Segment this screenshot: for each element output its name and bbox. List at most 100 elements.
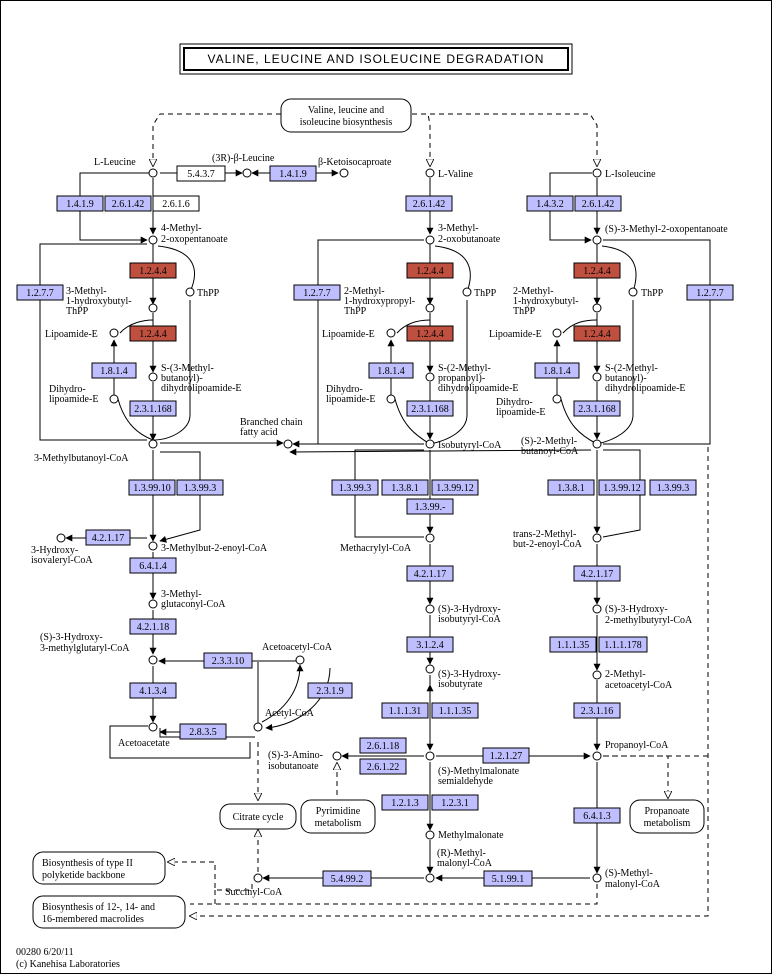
svg-text:2.6.1.6: 2.6.1.6	[162, 199, 190, 210]
svg-text:1.3.99.3: 1.3.99.3	[184, 483, 217, 494]
enzyme-2-8-3-5[interactable]: 2.8.3.5	[179, 723, 227, 740]
svg-text:1.2.4.4: 1.2.4.4	[583, 329, 611, 340]
enzyme-4-1-3-4[interactable]: 4.1.3.4	[129, 682, 177, 699]
enzyme-1-2-1-27[interactable]: 1.2.1.27	[482, 747, 530, 764]
enzyme-1-2-4-4-highlight[interactable]: 1.2.4.4	[129, 262, 177, 279]
svg-text:dihydrolipoamide-E: dihydrolipoamide-E	[605, 383, 686, 394]
enzyme-2-3-1-16[interactable]: 2.3.1.16	[573, 702, 621, 719]
svg-text:isobutanoate: isobutanoate	[268, 761, 319, 772]
svg-text:1.3.8.1: 1.3.8.1	[391, 483, 419, 494]
enzyme-1-3-99-10[interactable]: 1.3.99.10	[128, 479, 176, 496]
enzyme-1-3-99-12[interactable]: 1.3.99.12	[431, 479, 479, 496]
enzyme-1-3-8-1[interactable]: 1.3.8.1	[381, 479, 429, 496]
enzyme-1-4-1-9[interactable]: 1.4.1.9	[269, 165, 317, 182]
enzyme-1-2-3-1[interactable]: 1.2.3.1	[431, 794, 479, 811]
svg-text:1.1.1.35: 1.1.1.35	[439, 706, 472, 717]
enzyme-1-1-1-31[interactable]: 1.1.1.31	[381, 702, 429, 719]
enzyme-1-3-8-1[interactable]: 1.3.8.1	[547, 479, 595, 496]
enzyme-1-3-99-12[interactable]: 1.3.99.12	[598, 479, 646, 496]
enzyme-1-2-4-4-highlight[interactable]: 1.2.4.4	[406, 325, 454, 342]
compound-acetoacetate: Acetoacetate	[118, 738, 170, 749]
enzyme-1-3-99-3[interactable]: 1.3.99.3	[176, 479, 224, 496]
enzyme-1-2-7-7[interactable]: 1.2.7.7	[686, 284, 734, 301]
enzyme-1-3-99-3[interactable]: 1.3.99.3	[649, 479, 697, 496]
compound-dihydrolipoamide-e: Dihydro-	[49, 384, 86, 395]
compound-methylmalonate: Methylmalonate	[438, 830, 504, 841]
enzyme-2-6-1-18[interactable]: 2.6.1.18	[359, 737, 407, 754]
enzyme-6-4-1-4[interactable]: 6.4.1.4	[129, 557, 177, 574]
enzyme-1-3-99-3[interactable]: 1.3.99.3	[331, 479, 379, 496]
enzyme-1-2-7-7[interactable]: 1.2.7.7	[16, 284, 64, 301]
enzyme-1-4-1-9[interactable]: 1.4.1.9	[56, 195, 104, 212]
enzyme-1-2-1-3[interactable]: 1.2.1.3	[381, 794, 429, 811]
enzyme-2-3-3-10[interactable]: 2.3.3.10	[203, 652, 253, 669]
svg-text:1.1.1.178: 1.1.1.178	[604, 640, 642, 651]
enzyme-2-3-1-9[interactable]: 2.3.1.9	[307, 682, 353, 699]
enzyme-1-8-1-4[interactable]: 1.8.1.4	[534, 362, 580, 379]
enzyme-1-1-1-35[interactable]: 1.1.1.35	[431, 702, 479, 719]
enzyme-2-6-1-6[interactable]: 2.6.1.6	[152, 195, 200, 212]
enzyme-3-1-2-4[interactable]: 3.1.2.4	[406, 636, 454, 653]
map-pyrimidine-line2: metabolism	[315, 818, 362, 829]
svg-text:4.2.1.17: 4.2.1.17	[414, 569, 447, 580]
enzyme-1-2-4-4-highlight[interactable]: 1.2.4.4	[406, 262, 454, 279]
compound-s-2-methylbutanoyl-coa: (S)-2-Methyl-	[521, 436, 577, 447]
enzyme-1-1-1-35[interactable]: 1.1.1.35	[549, 636, 597, 653]
enzyme-2-3-1-168[interactable]: 2.3.1.168	[406, 400, 454, 417]
svg-text:2-oxopentanoate: 2-oxopentanoate	[161, 234, 228, 245]
compound-s-2-methylpropanoyl-dihydrolipoamide: S-(2-Methyl-	[438, 363, 491, 374]
enzyme-1-2-4-4-highlight[interactable]: 1.2.4.4	[573, 262, 621, 279]
diagram-title: VALINE, LEUCINE AND ISOLEUCINE DEGRADATI…	[208, 52, 545, 66]
enzyme-5-4-99-2[interactable]: 5.4.99.2	[322, 870, 372, 887]
enzyme-2-6-1-22[interactable]: 2.6.1.22	[359, 758, 407, 775]
enzyme-1-8-1-4[interactable]: 1.8.1.4	[91, 362, 137, 379]
enzyme-1-3-99-dash[interactable]: 1.3.99.-	[406, 498, 454, 515]
enzyme-2-6-1-42[interactable]: 2.6.1.42	[405, 195, 453, 212]
svg-text:malonyl-CoA: malonyl-CoA	[437, 858, 493, 869]
enzyme-1-8-1-4[interactable]: 1.8.1.4	[368, 362, 414, 379]
compound-s-2-methylbutanoyl-dihydrolipoamide: S-(2-Methyl-	[605, 363, 658, 374]
enzyme-4-2-1-18[interactable]: 4.2.1.18	[129, 618, 177, 635]
svg-text:lipoamide-E: lipoamide-E	[49, 394, 98, 405]
compound-l-leucine: L-Leucine	[94, 157, 136, 168]
enzyme-6-4-1-3[interactable]: 6.4.1.3	[573, 807, 621, 824]
enzyme-2-6-1-42[interactable]: 2.6.1.42	[574, 195, 622, 212]
svg-text:1.3.99.3: 1.3.99.3	[657, 483, 690, 494]
enzyme-1-2-4-4-highlight[interactable]: 1.2.4.4	[573, 325, 621, 342]
enzyme-1-2-4-4-highlight[interactable]: 1.2.4.4	[129, 325, 177, 342]
enzyme-2-3-1-168[interactable]: 2.3.1.168	[573, 400, 621, 417]
svg-text:propanoyl)-: propanoyl)-	[438, 373, 485, 384]
diagram-title-box: VALINE, LEUCINE AND ISOLEUCINE DEGRADATI…	[179, 43, 573, 75]
svg-text:1.3.99.-: 1.3.99.-	[415, 502, 446, 513]
compound-lipoamide-e: Lipoamide-E	[45, 329, 98, 340]
map-link-pyrimidine[interactable]: Pyrimidine metabolism	[300, 799, 376, 834]
enzyme-2-6-1-42[interactable]: 2.6.1.42	[104, 195, 152, 212]
compound-succinyl-coa: Succinyl-CoA	[225, 887, 283, 898]
compound-2-methyl-1-hydroxybutyl-thpp: 2-Methyl-	[513, 286, 554, 297]
map-link-citrate-cycle[interactable]: Citrate cycle	[219, 803, 297, 830]
enzyme-2-3-1-168[interactable]: 2.3.1.168	[129, 400, 177, 417]
svg-text:2-methylbutyryl-CoA: 2-methylbutyryl-CoA	[605, 615, 693, 626]
compound-methacrylyl-coa: Methacrylyl-CoA	[340, 543, 412, 554]
svg-text:2.6.1.22: 2.6.1.22	[367, 762, 400, 773]
map-link-polyketide[interactable]: Biosynthesis of type II polyketide backb…	[32, 851, 166, 885]
enzyme-1-1-1-178[interactable]: 1.1.1.178	[598, 636, 648, 653]
enzyme-1-4-3-2[interactable]: 1.4.3.2	[526, 195, 574, 212]
map-link-biosynthesis[interactable]: Valine, leucine and isoleucine biosynthe…	[280, 98, 412, 133]
enzyme-4-2-1-17[interactable]: 4.2.1.17	[573, 565, 621, 582]
enzyme-4-2-1-17[interactable]: 4.2.1.17	[85, 529, 131, 546]
enzyme-5-1-99-1[interactable]: 5.1.99.1	[483, 870, 533, 887]
map-link-macrolides[interactable]: Biosynthesis of 12-, 14- and 16-membered…	[32, 895, 186, 929]
map-propanoate-line1: Propanoate	[645, 806, 691, 817]
compound-dihydrolipoamide-e: Dihydro-	[326, 384, 363, 395]
enzyme-1-2-7-7[interactable]: 1.2.7.7	[293, 284, 341, 301]
svg-text:1-hydroxybutyl-: 1-hydroxybutyl-	[513, 296, 579, 307]
enzyme-4-2-1-17[interactable]: 4.2.1.17	[406, 565, 454, 582]
enzyme-5-4-3-7[interactable]: 5.4.3.7	[176, 165, 226, 182]
svg-text:2.3.1.168: 2.3.1.168	[411, 404, 449, 415]
map-biosynthesis-line2: isoleucine biosynthesis	[300, 117, 393, 128]
svg-text:1.3.8.1: 1.3.8.1	[557, 483, 585, 494]
svg-text:2.6.1.42: 2.6.1.42	[112, 199, 145, 210]
svg-text:2.6.1.18: 2.6.1.18	[367, 741, 400, 752]
map-link-propanoate[interactable]: Propanoate metabolism	[629, 799, 705, 834]
